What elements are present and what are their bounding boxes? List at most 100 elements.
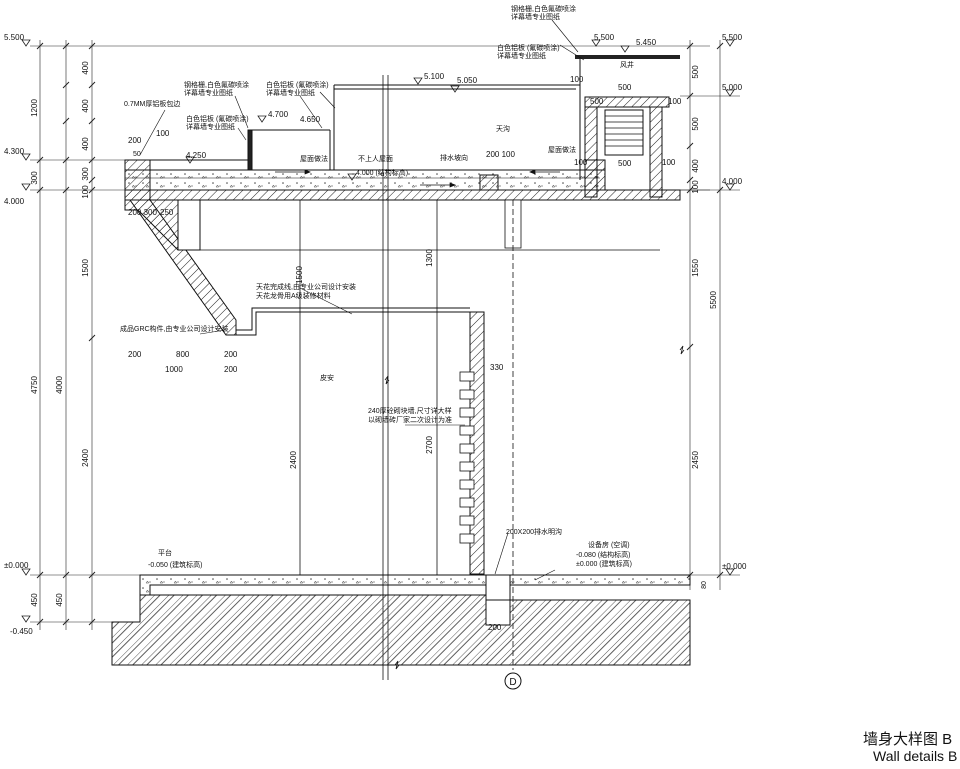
svg-text:500: 500 [691, 65, 700, 79]
caption-title-en: Wall details B [873, 748, 958, 764]
elevation-labels: 5.500 4.300 4.000 ±0.000 -0.450 5.500 5.… [4, 33, 747, 636]
note-aluminum-trim: 0.7MM厚铝板包边 [124, 99, 180, 108]
elev-4700: 4.700 [268, 110, 289, 119]
note-ceiling-1: 天花完成线,由专业公司设计安装 [256, 282, 356, 291]
svg-text:50: 50 [133, 151, 141, 158]
elev-right-4000: 4.000 [722, 177, 743, 186]
svg-text:200: 200 [224, 365, 238, 374]
elev-left-4300: 4.300 [4, 147, 25, 156]
elev-5100: 5.100 [424, 72, 445, 81]
note-top-grille: 钢格栅,白色氟碳喷涂 [511, 4, 576, 13]
note-drain: 排水坡向 [440, 153, 468, 162]
svg-text:100: 100 [691, 180, 700, 194]
svg-text:100: 100 [662, 158, 676, 167]
caption-title-cn: 墙身大样图 B [863, 731, 953, 748]
svg-text:80: 80 [701, 581, 708, 589]
annotation-notes: 0.7MM厚铝板包边 钢格栅,白色氟碳喷涂 详幕墙专业图纸 白色铝板 (氟碳喷涂… [120, 4, 634, 557]
elev-5050: 5.050 [457, 76, 478, 85]
masonry-wall [459, 311, 485, 575]
elev-right-0000: ±0.000 [722, 562, 747, 571]
elev-0050: -0.050 (建筑标高) [148, 560, 202, 569]
note-wall-1: 240厚砼砌块墙,尺寸详大样 [368, 406, 452, 415]
grc-overhang [124, 159, 470, 336]
right-dimensions: 500 500 400 100 1550 5500 2450 [691, 65, 718, 469]
svg-text:300: 300 [81, 167, 90, 181]
svg-text:400: 400 [81, 137, 90, 151]
note-no-access: 不上人屋面 [358, 154, 393, 163]
svg-text:200 300: 200 300 [128, 208, 157, 217]
elev-4250: 4.250 [186, 151, 207, 160]
note-platform: 平台 [158, 548, 172, 557]
elev-5500-top: 5.500 [594, 33, 615, 42]
note-roof-build-2: 屋面做法 [548, 145, 576, 154]
axis-label: D [509, 677, 516, 688]
elev-4000-struct: 4.000 (结构标高) [356, 168, 408, 177]
note-white-panel-1: 白色铝板 (氟碳喷涂) [186, 114, 249, 123]
svg-text:2400: 2400 [289, 451, 298, 469]
svg-text:100: 100 [668, 97, 682, 106]
svg-text:400: 400 [691, 159, 700, 173]
svg-text:2400: 2400 [81, 449, 90, 467]
elev-right-5000: 5.000 [722, 83, 743, 92]
note-steel-grille: 钢格栅,白色氟碳喷涂 [184, 80, 249, 89]
svg-text:200: 200 [128, 136, 142, 145]
left-inner-dimensions: 400 400 400 300 100 1500 4000 2400 450 [55, 61, 90, 607]
svg-text:100: 100 [81, 185, 90, 199]
note-shaft: 风井 [620, 60, 634, 69]
elev-left-4000: 4.000 [4, 197, 25, 206]
svg-text:400: 400 [81, 61, 90, 75]
note-white-panel-2: 白色铝板 (氟碳喷涂) [266, 80, 329, 89]
dim-300: 300 [30, 171, 39, 185]
svg-text:100: 100 [570, 75, 584, 84]
note-gutter: 天沟 [496, 124, 510, 133]
dim-4750: 4750 [30, 376, 39, 394]
dim-450: 450 [30, 593, 39, 607]
svg-text:1000: 1000 [165, 365, 183, 374]
elev-left-m0450: -0.450 [10, 627, 33, 636]
note-roof-build: 屋面做法 [300, 154, 328, 163]
elev-right-5500: 5.500 [722, 33, 743, 42]
note-top-panel: 白色铝板 (氟碳喷涂) [497, 43, 560, 52]
roof-curb-left [150, 84, 580, 171]
svg-text:1300: 1300 [425, 249, 434, 267]
svg-text:1550: 1550 [691, 259, 700, 277]
note-ceiling-2: 天花龙骨用A级装修材料 [256, 291, 331, 300]
svg-text:详幕墙专业图纸: 详幕墙专业图纸 [511, 12, 560, 21]
svg-text:2450: 2450 [691, 451, 700, 469]
svg-text:200: 200 [128, 350, 142, 359]
note-floor: 皮安 [320, 373, 334, 382]
dim-1200: 1200 [30, 99, 39, 117]
svg-text:2700: 2700 [425, 436, 434, 454]
svg-text:4000: 4000 [55, 376, 64, 394]
svg-text:500: 500 [618, 83, 632, 92]
svg-text:330: 330 [490, 363, 504, 372]
ground-slab [111, 574, 691, 666]
dimension-ticks [36, 42, 724, 626]
svg-text:详幕墙专业图纸: 详幕墙专业图纸 [497, 51, 546, 60]
svg-text:详幕墙专业图纸: 详幕墙专业图纸 [266, 88, 315, 97]
svg-text:1500: 1500 [295, 266, 304, 284]
elev-left-5500: 5.500 [4, 33, 25, 42]
svg-text:详幕墙专业图纸: 详幕墙专业图纸 [186, 122, 235, 131]
elev-5450: 5.450 [636, 38, 657, 47]
svg-text:500: 500 [691, 117, 700, 131]
left-outer-dimensions: 1200 300 4750 450 [30, 99, 39, 607]
svg-text:500: 500 [618, 159, 632, 168]
svg-text:500: 500 [590, 97, 604, 106]
elev-left-0000: ±0.000 [4, 561, 29, 570]
vent-shaft [479, 55, 680, 198]
elev-0000-arch: ±0.000 (建筑标高) [576, 559, 632, 568]
svg-text:100: 100 [156, 129, 170, 138]
svg-text:200: 200 [488, 623, 502, 632]
svg-text:250: 250 [160, 208, 174, 217]
slope-arrows [275, 169, 560, 188]
svg-text:详幕墙专业图纸: 详幕墙专业图纸 [184, 88, 233, 97]
elev-4650: 4.650 [300, 115, 321, 124]
break-marks [384, 345, 685, 670]
note-equipment: 设备房 (空调) [588, 540, 630, 549]
leader-lines [139, 19, 585, 581]
svg-text:200 100: 200 100 [486, 150, 515, 159]
svg-text:800: 800 [176, 350, 190, 359]
svg-text:400: 400 [81, 99, 90, 113]
